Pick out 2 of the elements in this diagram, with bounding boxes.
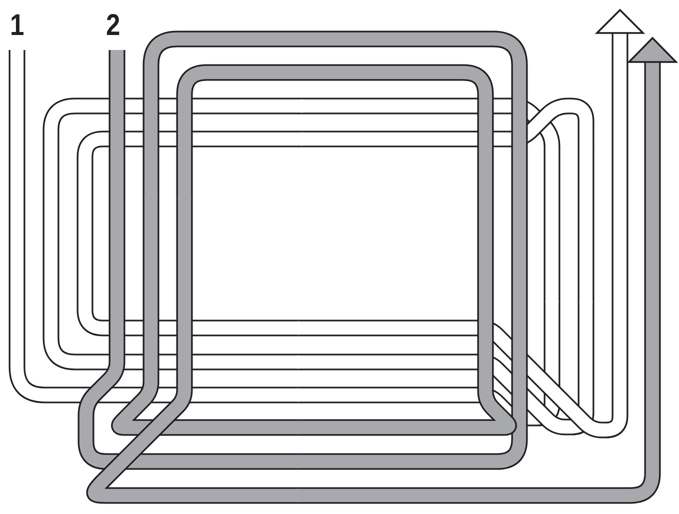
callout-number: 1	[10, 11, 24, 41]
callout-number: 2	[106, 11, 120, 41]
